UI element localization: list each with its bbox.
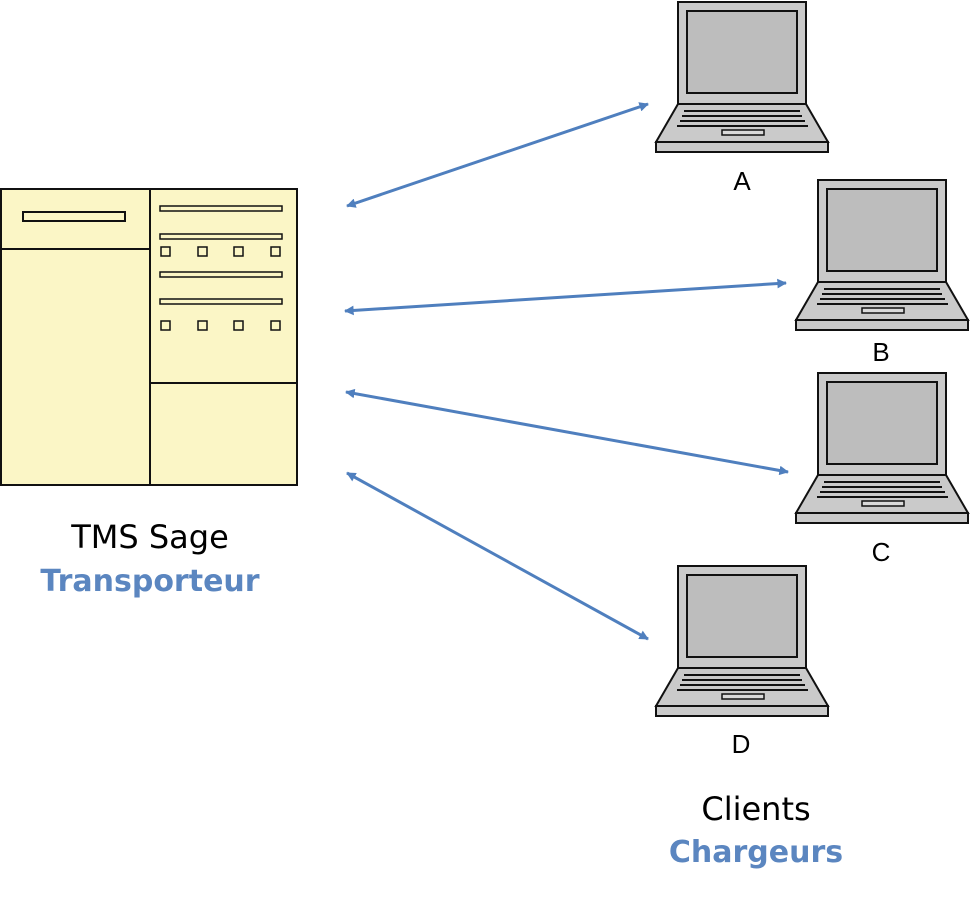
client-label-d: D: [731, 729, 751, 759]
clients-subtitle: Chargeurs: [668, 835, 844, 870]
arrow-c: [345, 388, 789, 476]
arrow-b: [344, 278, 787, 316]
client-label-b: B: [872, 337, 890, 367]
laptop-a-icon: [655, 1, 829, 153]
laptop-c-icon: [795, 372, 969, 524]
arrow-d: [346, 471, 649, 641]
tms-server-icon: [0, 188, 298, 486]
server-title: TMS Sage: [71, 518, 229, 556]
server-subtitle: Transporteur: [40, 564, 260, 599]
client-label-c: C: [871, 537, 891, 567]
laptop-b-icon: [795, 179, 969, 331]
clients-title: Clients: [701, 790, 811, 828]
client-label-a: A: [733, 166, 751, 196]
arrow-a: [346, 102, 649, 208]
laptop-d-icon: [655, 565, 829, 717]
